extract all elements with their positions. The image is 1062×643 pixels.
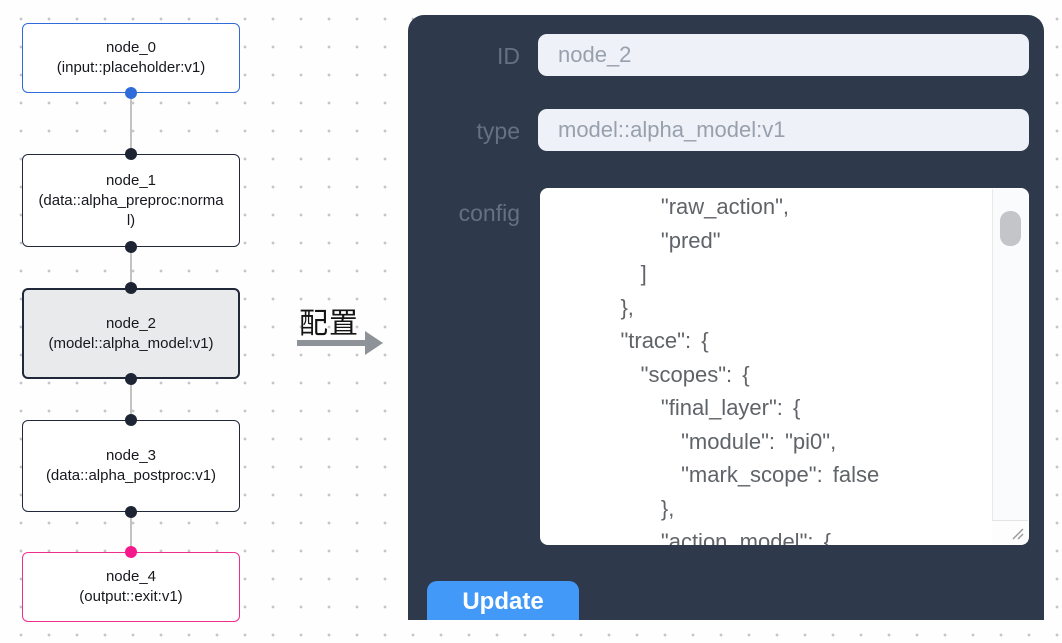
right-arrow-head-icon [365,331,383,355]
node-title: node_1 [105,171,157,189]
flow-node-node_0[interactable]: node_0 (input::placeholder:v1) [22,23,240,93]
port-node_0-output[interactable] [125,87,137,99]
right-arrow-icon [297,340,369,346]
node-title: node_4 [105,568,157,585]
node-subtitle: (output::exit:v1) [79,588,183,605]
config-scrollbar-thumb[interactable] [1000,211,1021,246]
flow-node-node_1[interactable]: node_1 (data::alpha_preproc:normal) [22,154,240,247]
id-input[interactable] [538,34,1029,76]
node-subtitle: (model::alpha_model:v1) [48,334,214,352]
edge-node2-node3 [130,379,132,420]
port-node_1-input[interactable] [125,148,137,160]
flow-node-node_3[interactable]: node_3 (data::alpha_postproc:v1) [22,420,240,512]
node-title: node_2 [105,314,157,332]
type-field-label: type [476,118,520,144]
id-field-label: ID [497,43,520,69]
node-title: node_3 [105,447,157,464]
port-node_3-input[interactable] [125,414,137,426]
port-node_3-output[interactable] [125,506,137,518]
config-editor[interactable]: "raw_action", "pred" ] }, "trace": { "sc… [540,188,1029,545]
flow-node-node_2[interactable]: node_2 (model::alpha_model:v1) [22,288,240,379]
edge-node3-node4 [130,512,132,552]
node-subtitle: (data::alpha_postproc:v1) [45,467,217,484]
config-annotation-label: 配置 [299,308,360,340]
update-button[interactable]: Update [427,581,579,620]
config-field-label: config [458,200,520,226]
node-title: node_0 [105,39,157,56]
config-scrollbar-track[interactable] [992,189,1028,544]
port-node_4-input[interactable] [125,546,137,558]
node-subtitle: (data::alpha_preproc:normal) [38,191,224,229]
node-config-panel: ID type config "raw_action", "pred" ] },… [408,15,1044,620]
type-input[interactable] [538,109,1029,151]
node-subtitle: (input::placeholder:v1) [56,59,206,76]
port-node_1-output[interactable] [125,241,137,253]
resize-corner[interactable] [992,520,1028,544]
config-json-text: "raw_action", "pred" ] }, "trace": { "sc… [620,194,880,545]
edge-node1-node2 [130,247,132,288]
flow-node-node_4[interactable]: node_4 (output::exit:v1) [22,552,240,622]
resize-handle-icon [1012,528,1024,540]
port-node_2-input[interactable] [125,282,137,294]
port-node_2-output[interactable] [125,373,137,385]
edge-node0-node1 [130,93,132,154]
